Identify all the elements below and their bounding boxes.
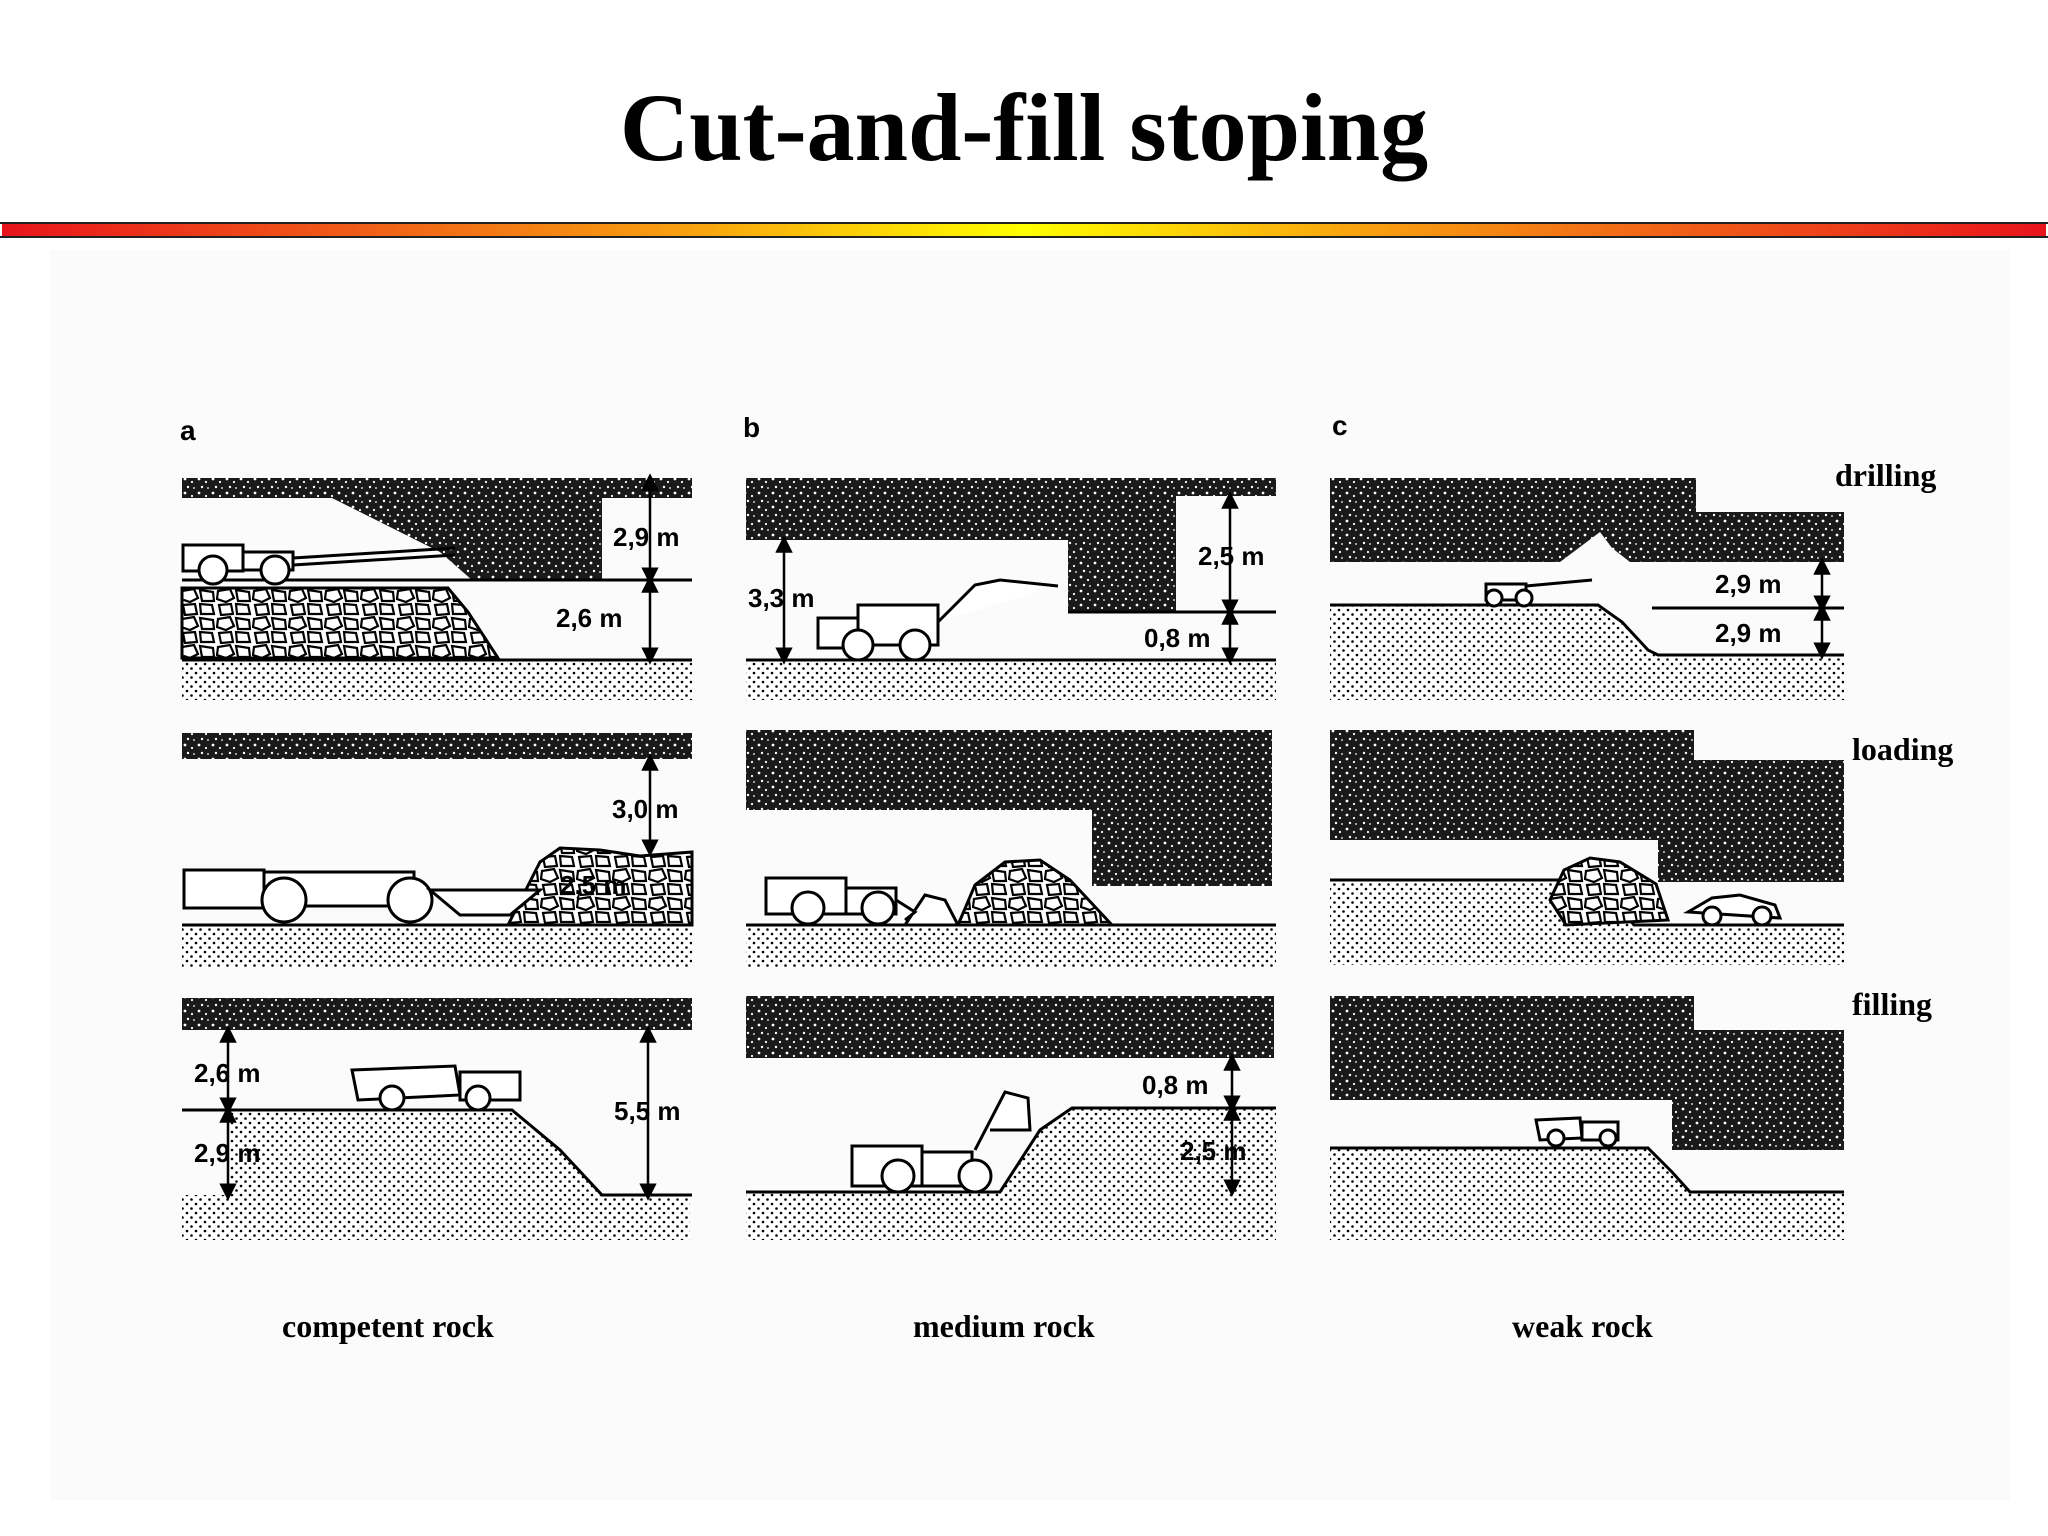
dimension-label: 2,6 m xyxy=(194,1058,261,1088)
page-title: Cut-and-fill stoping xyxy=(619,74,1429,181)
dimension-label: 2,5 m xyxy=(1180,1136,1247,1166)
divider-gradient-bar xyxy=(2,224,2046,236)
drill-jumbo xyxy=(816,578,1059,662)
loader xyxy=(1683,893,1783,927)
column-letter-a: a xyxy=(180,415,196,446)
caption-competent-rock: competent rock xyxy=(282,1308,494,1344)
dimension-label: 0,8 m xyxy=(1144,623,1211,653)
panel-b-loading xyxy=(746,730,1276,967)
title-divider xyxy=(0,222,2048,238)
caption-weak-rock: weak rock xyxy=(1512,1308,1653,1344)
dimension-label: 2,9 m xyxy=(194,1138,261,1168)
row-label-drilling: drilling xyxy=(1835,457,1936,493)
loader xyxy=(764,876,918,926)
panel-a-drilling: 2,9 m 2,6 m xyxy=(180,473,692,700)
dimension-label: 3,3 m xyxy=(748,583,815,613)
dimension-label: 0,8 m xyxy=(1142,1070,1209,1100)
dimension-label: 3,0 m xyxy=(612,794,679,824)
caption-medium-rock: medium rock xyxy=(913,1308,1095,1344)
panel-c-filling xyxy=(1330,996,1844,1240)
fill-loader xyxy=(850,1090,1032,1194)
dimension-label: 2,5 m xyxy=(1198,541,1265,571)
dimension-label: 2,9 m xyxy=(1715,569,1782,599)
panel-b-drilling: 2,5 m 3,3 m 0,8 m xyxy=(746,478,1276,700)
dimension-label: 5,5 m xyxy=(614,1096,681,1126)
dimension-label: 2,6 m xyxy=(556,603,623,633)
drill-jumbo xyxy=(1484,578,1593,608)
fill-truck xyxy=(350,1064,522,1112)
row-label-loading: loading xyxy=(1852,731,1953,767)
fill-truck xyxy=(1534,1116,1620,1148)
dimension-label: 2,9 m xyxy=(1715,618,1782,648)
panel-b-filling: 0,8 m 2,5 m xyxy=(746,996,1276,1240)
panel-a-loading: 3,0 m 2,5 m xyxy=(182,733,694,967)
panel-c-loading xyxy=(1330,730,1844,965)
panel-a-filling: 2,6 m 2,9 m 5,5 m xyxy=(182,998,692,1240)
scoop-truck xyxy=(182,868,545,924)
column-letter-c: c xyxy=(1332,410,1348,441)
dimension-label: 2,9 m xyxy=(613,522,680,552)
panel-c-drilling: 2,9 m 2,9 m xyxy=(1330,478,1844,700)
row-label-filling: filling xyxy=(1852,986,1932,1022)
drill-jumbo xyxy=(181,543,456,586)
column-letter-b: b xyxy=(743,412,760,443)
dimension-label: 2,5 m xyxy=(560,870,627,900)
